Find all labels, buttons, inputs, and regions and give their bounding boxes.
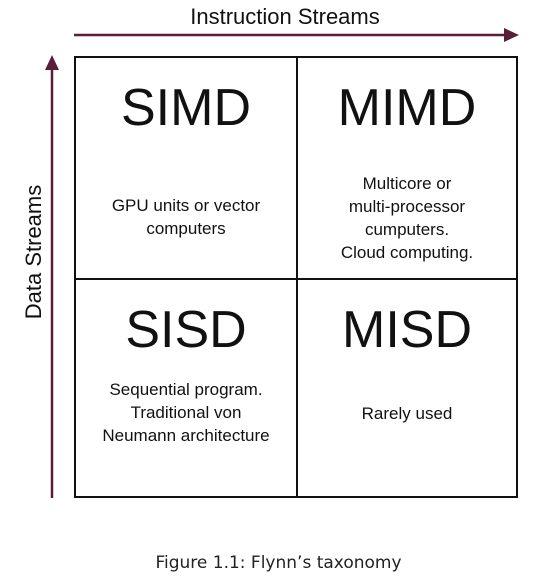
taxonomy-grid: SIMD GPU units or vector computers MIMD … [74,56,518,498]
quadrant-description: GPU units or vector computers [84,194,288,240]
x-axis-arrow-head [504,28,519,42]
quadrant-mimd: MIMD Multicore or multi-processor cumput… [298,58,516,278]
vertical-divider [296,58,298,496]
description-line: cumputers. [364,220,450,239]
quadrant-title: SISD [125,301,247,359]
quadrant-title: MISD [342,301,472,359]
description-line: GPU units or vector [111,196,261,215]
description-line: Rarely used [361,404,453,423]
description-line: Multicore or [362,174,452,193]
description-line: Traditional von [130,403,242,422]
description-line: Sequential program. [109,380,263,399]
y-axis-title-container: Data Streams [14,152,54,352]
quadrant-title: MIMD [337,79,477,137]
quadrant-simd: SIMD GPU units or vector computers [76,58,296,278]
quadrant-description: Rarely used [306,402,508,425]
quadrant-sisd: SISD Sequential program. Traditional von… [76,280,296,496]
y-axis-title: Data Streams [21,184,46,320]
figure-caption: Figure 1.1: Flynn’s taxonomy [155,553,402,573]
description-line: multi-processor [348,197,466,216]
description-line: Cloud computing. [340,243,474,262]
quadrant-title: SIMD [121,79,251,137]
horizontal-divider [76,278,516,280]
quadrant-description: Multicore or multi-processor cumputers. … [306,172,508,264]
x-axis-title: Instruction Streams [190,4,380,29]
description-line: computers [146,219,226,238]
quadrant-description: Sequential program. Traditional von Neum… [84,378,288,447]
description-line: Neumann architecture [102,426,270,445]
quadrant-misd: MISD Rarely used [298,280,516,496]
y-axis-arrow-head [45,55,59,70]
